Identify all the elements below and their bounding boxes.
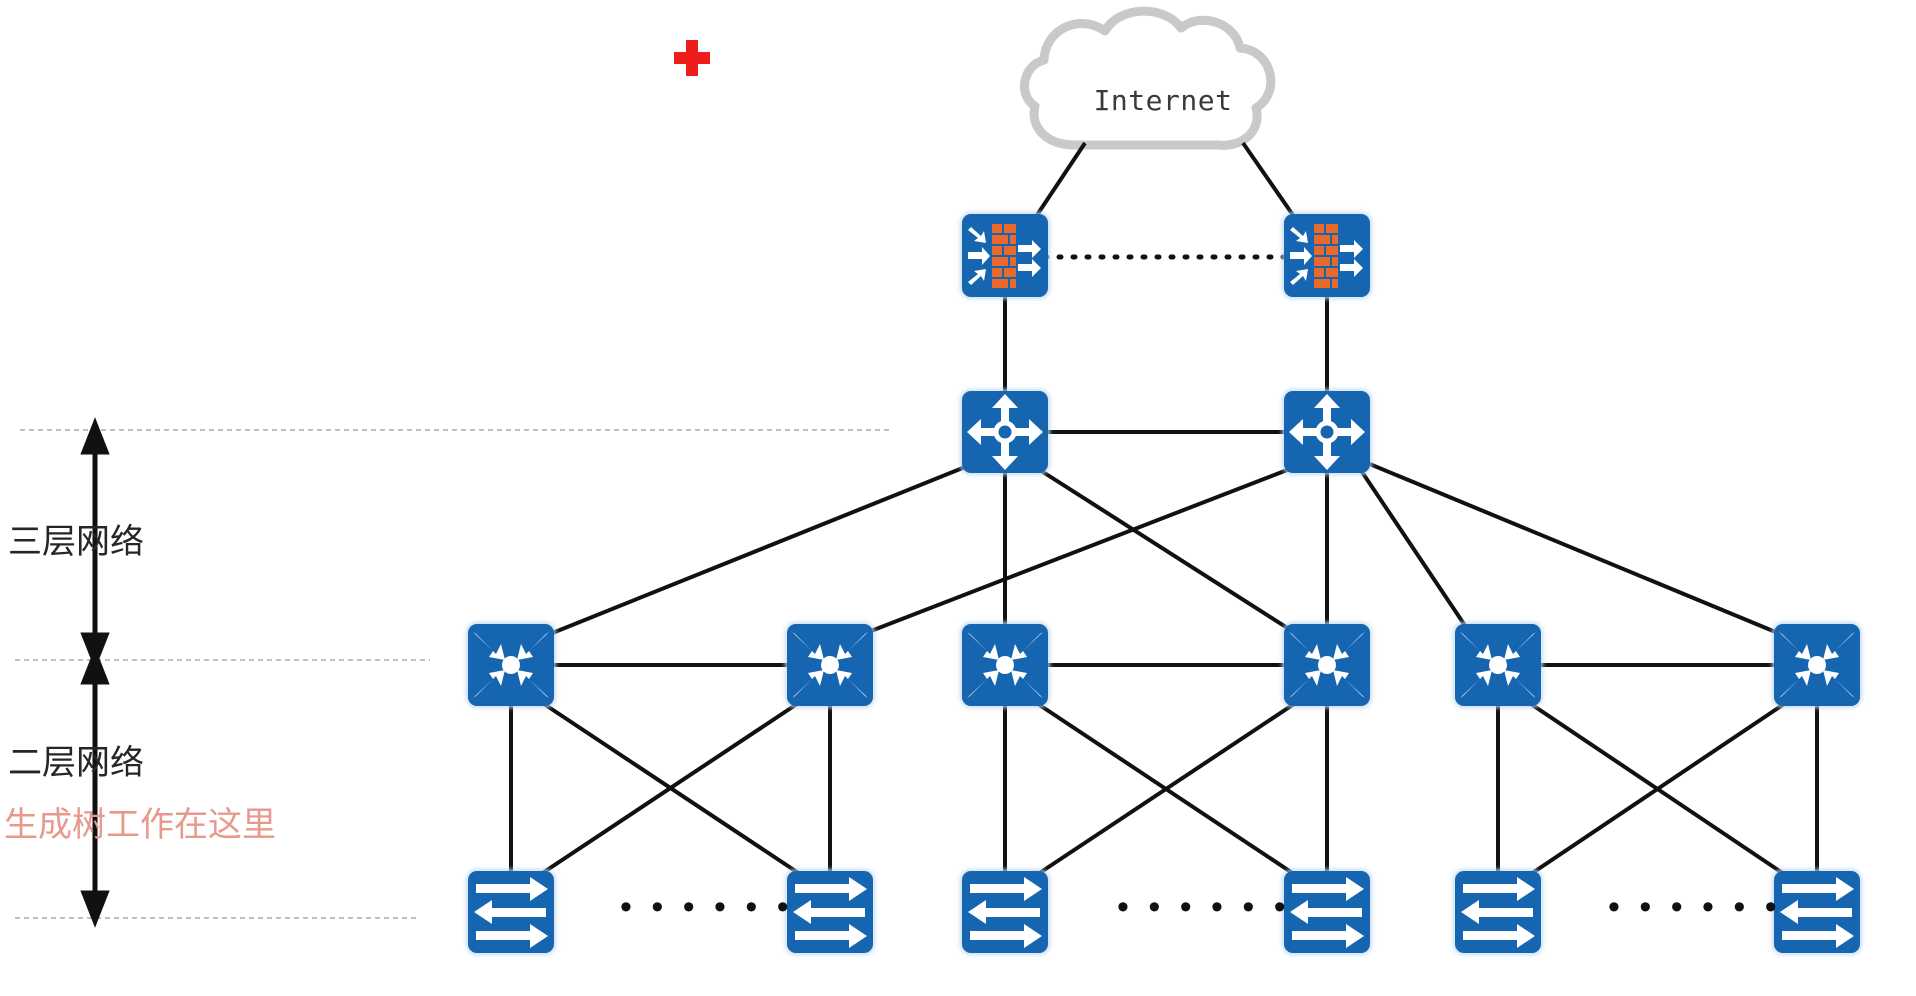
firewall-node-2[interactable] — [1284, 214, 1370, 297]
link-l3-2-l2-1 — [533, 698, 805, 880]
layer2-zone-label: 二层网络 — [8, 744, 144, 782]
link-l3-4-l2-3 — [1030, 698, 1302, 880]
spanning-tree-note-label: 生成树工作在这里 — [4, 806, 276, 844]
firewall-icon — [968, 224, 1041, 288]
router-icon — [967, 394, 1043, 470]
l2-switch-icon — [1290, 877, 1364, 948]
l2-switch-node-2[interactable] — [787, 871, 873, 953]
link-rtr1-l3-4 — [1030, 463, 1302, 638]
l2-switch-node-3[interactable] — [962, 871, 1048, 953]
ellipsis-pod-1: • • • • • • — [620, 888, 794, 926]
l3-switch-icon — [1779, 632, 1855, 698]
l2-switch-node-6[interactable] — [1774, 871, 1860, 953]
firewall-icon — [1290, 224, 1363, 288]
link-l3-6-l2-5 — [1523, 698, 1792, 880]
ellipsis-pod-3: • • • • • • — [1608, 888, 1782, 926]
l2-switch-node-5[interactable] — [1455, 871, 1541, 953]
l2-switch-icon — [793, 877, 867, 948]
link-internet-fw1 — [1033, 141, 1087, 220]
l3-switch-icon — [792, 632, 868, 698]
pod-1-links — [509, 698, 832, 880]
firewall-node-1[interactable] — [962, 214, 1048, 297]
router-to-l3-links — [539, 458, 1791, 640]
link-internet-fw2 — [1241, 141, 1297, 220]
pod-3-links — [1496, 698, 1819, 880]
link-rtr1-l3-1 — [539, 461, 976, 640]
ellipsis-pod-2: • • • • • • — [1117, 888, 1291, 926]
l2-switch-node-4[interactable] — [1284, 871, 1370, 953]
red-cross-marker[interactable] — [672, 38, 712, 78]
pod-2-links — [1003, 698, 1329, 880]
layer3-zone-arrow — [80, 417, 110, 670]
router-node-2[interactable] — [1284, 391, 1370, 473]
link-rtr2-l3-5 — [1354, 461, 1474, 638]
router-node-1[interactable] — [962, 391, 1048, 473]
uplink-group — [1003, 141, 1329, 434]
l3-switch-icon — [1289, 632, 1365, 698]
l2-switch-icon — [968, 877, 1042, 948]
layer3-zone-label: 三层网络 — [8, 523, 144, 561]
l3-switch-node-1[interactable] — [468, 624, 554, 706]
l3-switch-icon — [1460, 632, 1536, 698]
internet-cloud-label: Internet — [1093, 84, 1233, 117]
l2-switch-icon — [1461, 877, 1535, 948]
link-rtr2-l3-2 — [857, 463, 1301, 638]
l2-switch-icon — [1780, 877, 1854, 948]
l3-switch-node-3[interactable] — [962, 624, 1048, 706]
l2-switch-icon — [474, 877, 548, 948]
link-rtr2-l3-6 — [1359, 458, 1791, 640]
l3-switch-icon — [967, 632, 1043, 698]
l3-switch-node-4[interactable] — [1284, 624, 1370, 706]
l3-switch-icon — [473, 632, 549, 698]
router-icon — [1289, 394, 1365, 470]
l3-switch-node-2[interactable] — [787, 624, 873, 706]
l3-switch-node-5[interactable] — [1455, 624, 1541, 706]
internet-cloud-icon — [1020, 6, 1276, 150]
layer2-zone-arrow — [80, 647, 110, 928]
l3-switch-node-6[interactable] — [1774, 624, 1860, 706]
l2-switch-node-1[interactable] — [468, 871, 554, 953]
